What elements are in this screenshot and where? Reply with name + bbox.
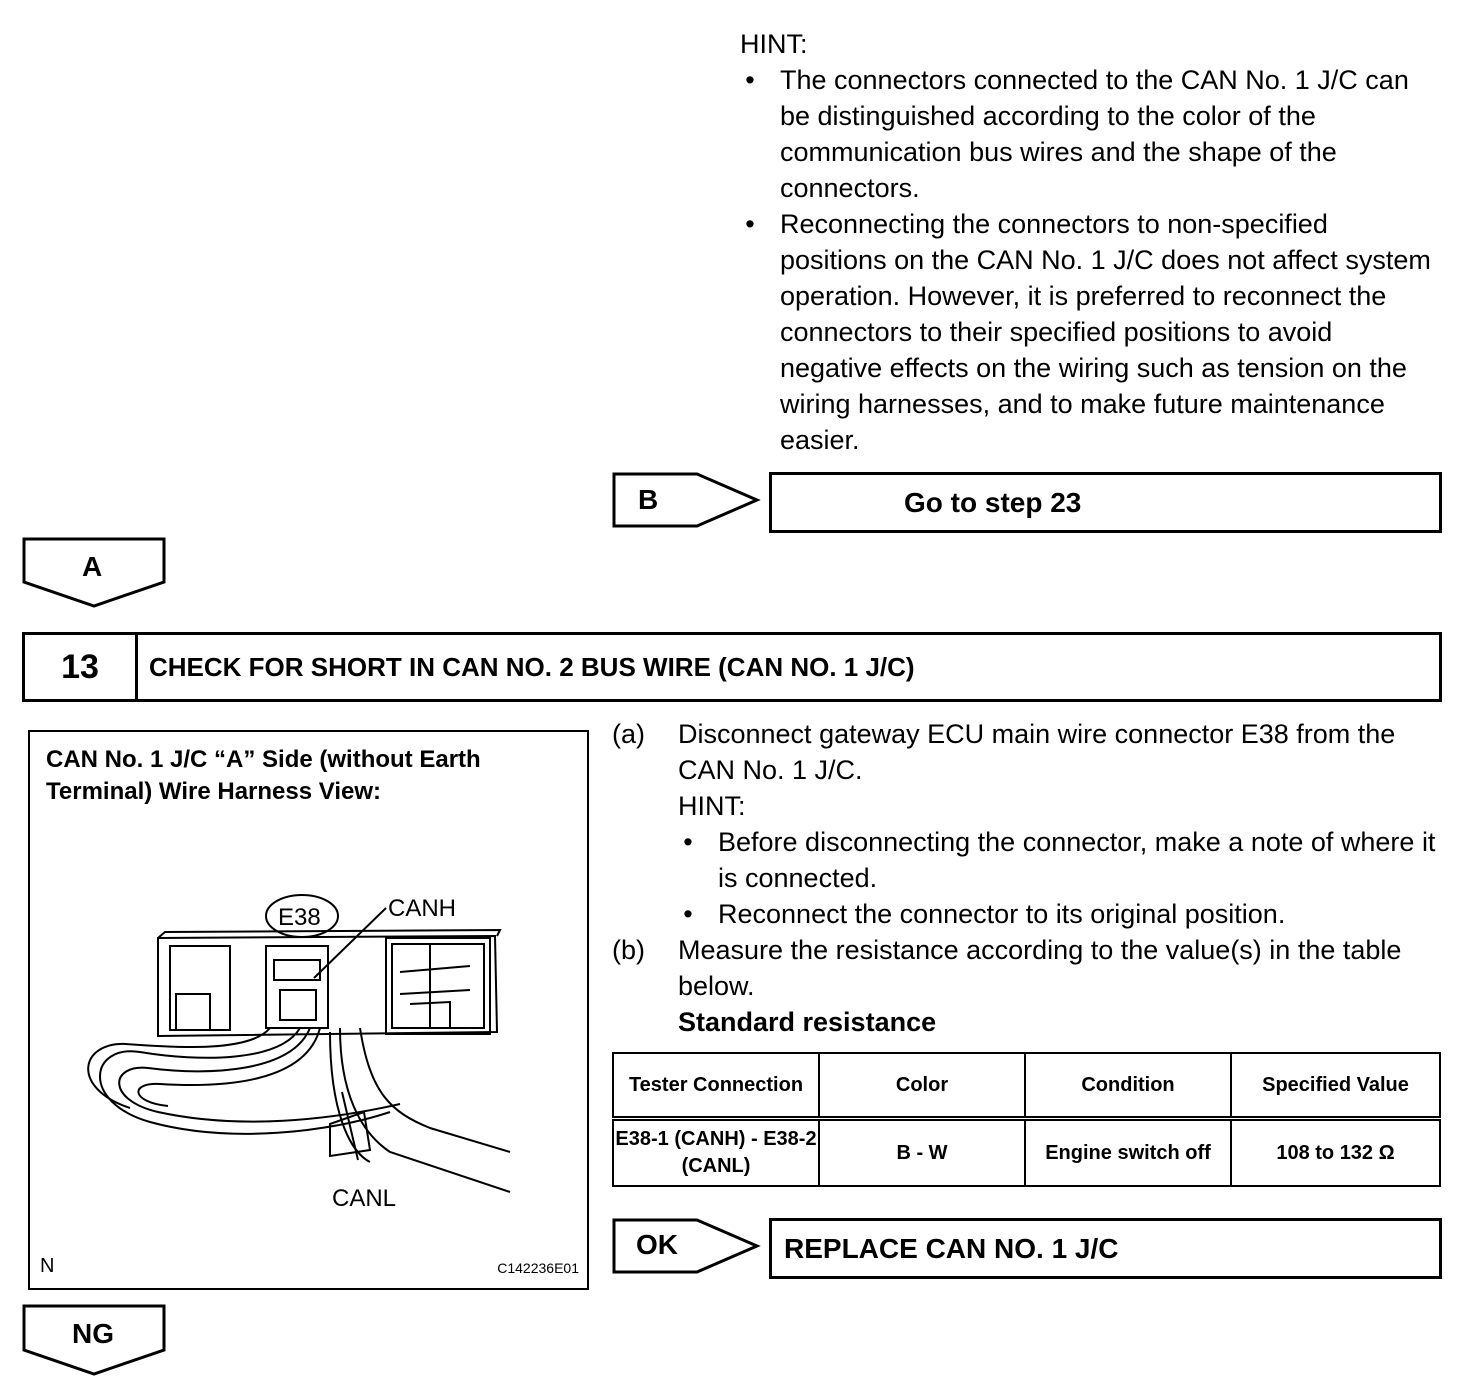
step-number: 13 [25, 635, 138, 699]
col-specified-value: Specified Value [1230, 1052, 1441, 1121]
e38-connector [265, 945, 329, 1029]
branch-b-arrow [612, 472, 761, 528]
branch-ng-label: NG [72, 1318, 114, 1349]
bullet-dot: • [683, 827, 693, 857]
harness-clamp [329, 1110, 372, 1158]
go-to-step-box: Go to step 23 [769, 472, 1442, 533]
step-title: CHECK FOR SHORT IN CAN NO. 2 BUS WIRE (C… [149, 651, 915, 682]
standard-resistance-title: Standard resistance [678, 1007, 937, 1037]
harness-drawing: E38 CANH CANL [87, 894, 511, 1212]
branch-ok-label: OK [636, 1229, 678, 1260]
procedure-step-a: (a) Disconnect gateway ECU main wire con… [612, 716, 1442, 932]
e38-ellipse [265, 894, 339, 938]
go-to-step-text: Go to step 23 [904, 486, 1082, 518]
branch-ng-arrow [22, 1304, 166, 1376]
wire-bundle [99, 1027, 391, 1135]
col-tester-connection: Tester Connection [612, 1052, 820, 1121]
resistance-table: Tester Connection Color Condition Specif… [612, 1052, 1441, 1187]
cell-condition: Engine switch off [1024, 1117, 1232, 1187]
left-connector [169, 945, 231, 1031]
bullet-dot: • [745, 209, 755, 239]
procedure: (a) Disconnect gateway ECU main wire con… [612, 716, 1442, 1040]
junction-body [157, 934, 499, 1038]
top-hint-title: HINT: [740, 29, 808, 59]
step-a-label: (a) [612, 719, 645, 749]
cell-specified-value: 108 to 132 Ω [1230, 1117, 1441, 1187]
branch-b-label: B [638, 484, 659, 515]
step-a-hint-2: • Reconnect the connector to its origina… [678, 896, 1442, 932]
col-condition: Condition [1024, 1052, 1232, 1121]
branch-a-label: A [82, 551, 103, 582]
top-hint: HINT: • The connectors connected to the … [740, 26, 1440, 458]
canh-label: CANH [388, 895, 456, 922]
step-a-hint-1: • Before disconnecting the connector, ma… [678, 824, 1442, 896]
branch-ok-arrow [612, 1218, 761, 1274]
replace-box: REPLACE CAN NO. 1 J/C [769, 1218, 1442, 1279]
top-hint-bullet-1: • The connectors connected to the CAN No… [740, 62, 1440, 206]
procedure-step-b: (b) Measure the resistance according to … [612, 932, 1442, 1040]
canl-leader [341, 1091, 359, 1161]
step-a-text: Disconnect gateway ECU main wire connect… [678, 719, 1396, 785]
cell-tester-connection: E38-1 (CANH) - E38-2 (CANL) [612, 1117, 820, 1187]
canl-label: CANL [332, 1185, 396, 1212]
illustration-code: C142236E01 [497, 1260, 579, 1276]
step-a-hint-title: HINT: [678, 791, 746, 821]
table-row: E38-1 (CANH) - E38-2 (CANL) B - W Engine… [612, 1117, 1441, 1187]
illustration-corner-n: N [40, 1255, 55, 1277]
step-b-label: (b) [612, 935, 645, 965]
table-header-row: Tester Connection Color Condition Specif… [612, 1052, 1441, 1121]
step-header: 13 CHECK FOR SHORT IN CAN NO. 2 BUS WIRE… [22, 632, 1442, 702]
bullet-dot: • [745, 65, 755, 95]
replace-text: REPLACE CAN NO. 1 J/C [784, 1232, 1119, 1264]
cell-color: B - W [818, 1117, 1026, 1187]
canh-leader [313, 907, 387, 979]
top-hint-bullet-2: • Reconnecting the connectors to non-spe… [740, 206, 1440, 458]
bullet-dot: • [683, 899, 693, 929]
branch-a-arrow [22, 537, 166, 608]
right-connector [385, 937, 491, 1035]
col-color: Color [818, 1052, 1026, 1121]
step-b-text: Measure the resistance according to the … [678, 935, 1402, 1001]
e38-label: E38 [278, 904, 321, 931]
illustration-caption: CAN No. 1 J/C “A” Side (without Earth Te… [46, 746, 481, 805]
wire-harness-illustration: CAN No. 1 J/C “A” Side (without Earth Te… [28, 730, 589, 1290]
